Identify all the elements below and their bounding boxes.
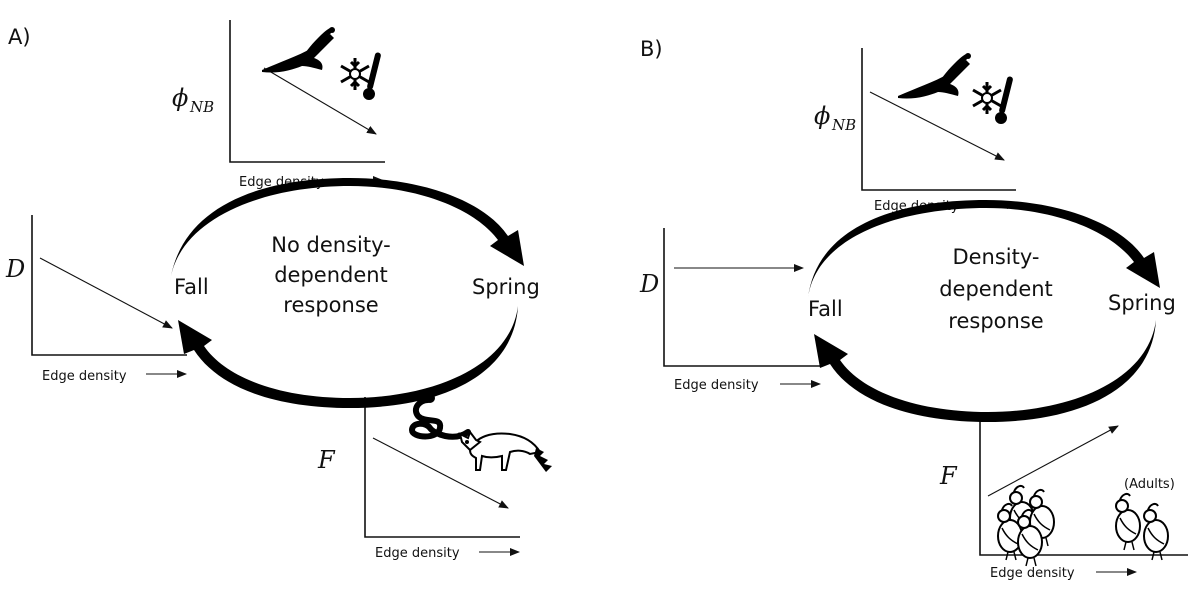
d-plot-a: D Edge density — [5, 215, 187, 384]
d-plot-b: D Edge density — [639, 228, 821, 393]
panel-b: B) ϕ NB Edge density D Edge density F Ed… — [639, 37, 1188, 581]
panel-b-label: B) — [640, 37, 663, 61]
phi-label-b: ϕ — [814, 102, 830, 130]
phi-plot-b: ϕ NB Edge density — [814, 48, 1017, 214]
panel-a: A) ϕ NB Edge density D Edge density F Ed… — [5, 20, 553, 561]
f-plot-a: F Edge density — [317, 393, 553, 561]
eagle-icon — [262, 27, 335, 73]
phi-label-a: ϕ — [172, 84, 188, 112]
center-line-b-2: dependent — [939, 277, 1053, 301]
raccoon-icon — [459, 431, 553, 473]
phi-subscript-a: NB — [189, 98, 214, 116]
adults-label: (Adults) — [1124, 477, 1175, 492]
d-label-b: D — [639, 270, 659, 298]
quail-chicks-icon — [997, 484, 1055, 567]
d-xlabel-b: Edge density — [674, 378, 759, 393]
d-label-a: D — [5, 255, 25, 283]
eagle-icon-b — [898, 53, 971, 99]
cycle-b: Fall Spring Density- dependent response — [808, 200, 1176, 422]
snowflake-thermometer-icon-b — [971, 74, 1016, 126]
cycle-a: Fall Spring No density- dependent respon… — [170, 178, 540, 408]
center-line-b-1: Density- — [952, 245, 1039, 269]
fall-label-a: Fall — [174, 275, 209, 299]
spring-label-b: Spring — [1108, 291, 1176, 315]
f-xlabel-b: Edge density — [990, 566, 1075, 581]
center-line-b-3: response — [948, 309, 1043, 333]
center-line-a-1: No density- — [271, 233, 390, 257]
phi-plot-a: ϕ NB Edge density — [172, 20, 385, 190]
spring-label-a: Spring — [472, 275, 540, 299]
f-xlabel-a: Edge density — [375, 546, 460, 561]
d-xlabel-a: Edge density — [42, 369, 127, 384]
center-line-a-2: dependent — [274, 263, 388, 287]
phi-subscript-b: NB — [831, 116, 856, 134]
snowflake-thermometer-icon — [339, 50, 384, 102]
center-line-a-3: response — [283, 293, 378, 317]
quail-adults-icon — [1115, 492, 1169, 561]
f-label-b: F — [939, 462, 958, 490]
f-label-a: F — [317, 446, 336, 474]
bottom-arrow-b — [814, 320, 1156, 422]
fall-label-b: Fall — [808, 297, 843, 321]
f-plot-b: F Edge density (Adults) — [939, 416, 1188, 581]
panel-a-label: A) — [8, 25, 31, 49]
bottom-arrow-a — [178, 306, 518, 408]
